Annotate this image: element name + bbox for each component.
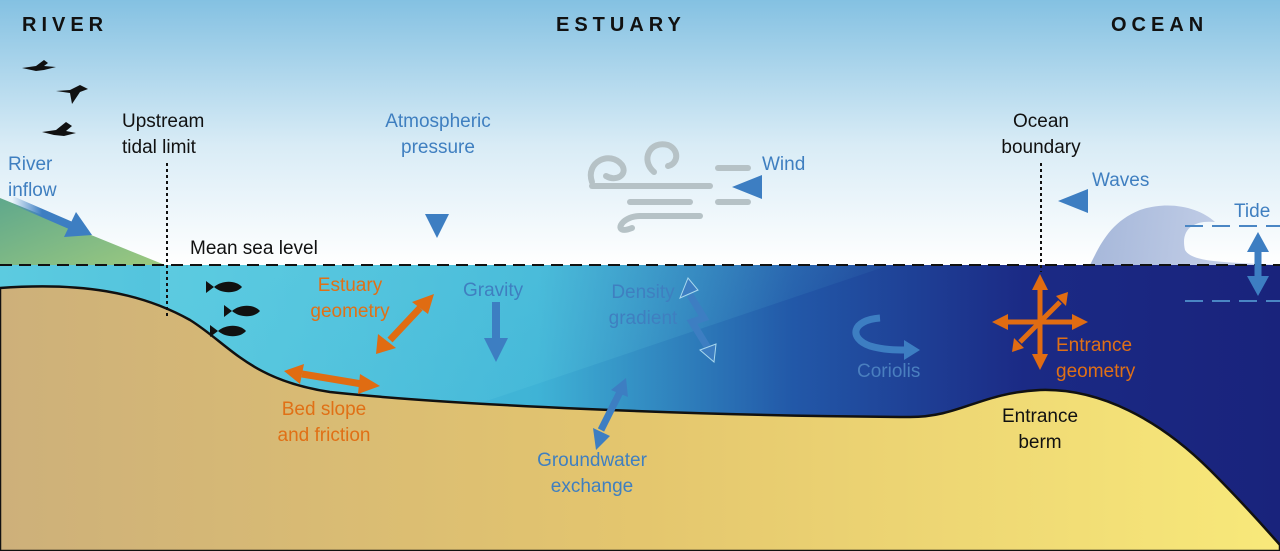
ocean-boundary-label: Ocean boundary [986, 109, 1096, 161]
waves-label: Waves [1092, 170, 1150, 191]
estuary-geometry-arrow [387, 305, 423, 343]
gravity-label: Gravity [463, 280, 524, 301]
estuary-geometry-label: Estuary geometry [298, 273, 402, 325]
entrance-geometry-line-2: geometry [1056, 361, 1136, 382]
orange-process-arrows [284, 274, 1088, 394]
entrance-berm-line-2: berm [1018, 432, 1062, 453]
estuary-heading: ESTUARY [556, 14, 686, 36]
upstream-tidal-limit-line-2: tidal limit [122, 137, 196, 158]
coriolis-label: Coriolis [857, 361, 921, 382]
bed-slope-friction-arrow [301, 370, 363, 388]
river-inflow-label: River inflow [8, 152, 57, 204]
sea-bed [0, 285, 1280, 551]
groundwater-exchange-line-1: Groundwater [537, 450, 647, 471]
bed-slope-friction-label: Bed slope and friction [262, 397, 386, 449]
atmospheric-pressure-label: Atmospheric pressure [368, 109, 508, 161]
density-gradient-line-2: gradient [608, 308, 678, 329]
density-gradient-arrow [686, 293, 711, 350]
atmospheric-pressure-line-2: pressure [401, 137, 475, 158]
ocean-heading: OCEAN [1111, 14, 1209, 36]
tide-label: Tide [1234, 201, 1271, 222]
ocean-boundary-line-2: boundary [1001, 137, 1081, 158]
wave-crest-shape [1090, 205, 1280, 265]
estuary-geometry-line-2: geometry [310, 301, 390, 322]
upstream-tidal-limit-label: Upstream tidal limit [122, 109, 204, 161]
entrance-geometry-line-1: Entrance [1056, 335, 1133, 356]
river-inflow-arrow [10, 196, 74, 230]
entrance-berm-label: Entrance berm [988, 404, 1092, 456]
blue-process-arrows [10, 168, 1269, 450]
ocean-boundary-line-1: Ocean [1013, 111, 1069, 132]
river-inflow-line-2: inflow [8, 180, 57, 201]
groundwater-exchange-line-2: exchange [550, 476, 634, 497]
birds-icon [22, 60, 88, 136]
bed-slope-friction-line-2: and friction [277, 425, 371, 446]
sky [0, 0, 1280, 265]
river-inflow-line-1: River [8, 154, 53, 175]
estuary-geometry-line-1: Estuary [317, 275, 383, 296]
river-heading: RIVER [22, 14, 109, 36]
mean-sea-level-label: Mean sea level [190, 238, 318, 259]
density-gradient-line-1: Density [611, 282, 675, 303]
entrance-berm-line-1: Entrance [1001, 406, 1079, 427]
groundwater-exchange-label: Groundwater exchange [522, 448, 662, 500]
coriolis-arrow [852, 314, 907, 354]
density-gradient-label: Density gradient [600, 280, 686, 332]
wind-label: Wind [762, 154, 806, 175]
bed-slope-friction-line-1: Bed slope [281, 399, 367, 420]
wind-streaks-icon [587, 141, 751, 233]
atmospheric-pressure-line-1: Atmospheric [385, 111, 491, 132]
entrance-geometry-label: Entrance geometry [1056, 333, 1135, 385]
entrance-geometry-arrows [1006, 290, 1074, 354]
fish-icon [206, 281, 260, 337]
groundwater-exchange-arrow [597, 390, 624, 432]
upstream-tidal-limit-line-1: Upstream [122, 111, 205, 132]
